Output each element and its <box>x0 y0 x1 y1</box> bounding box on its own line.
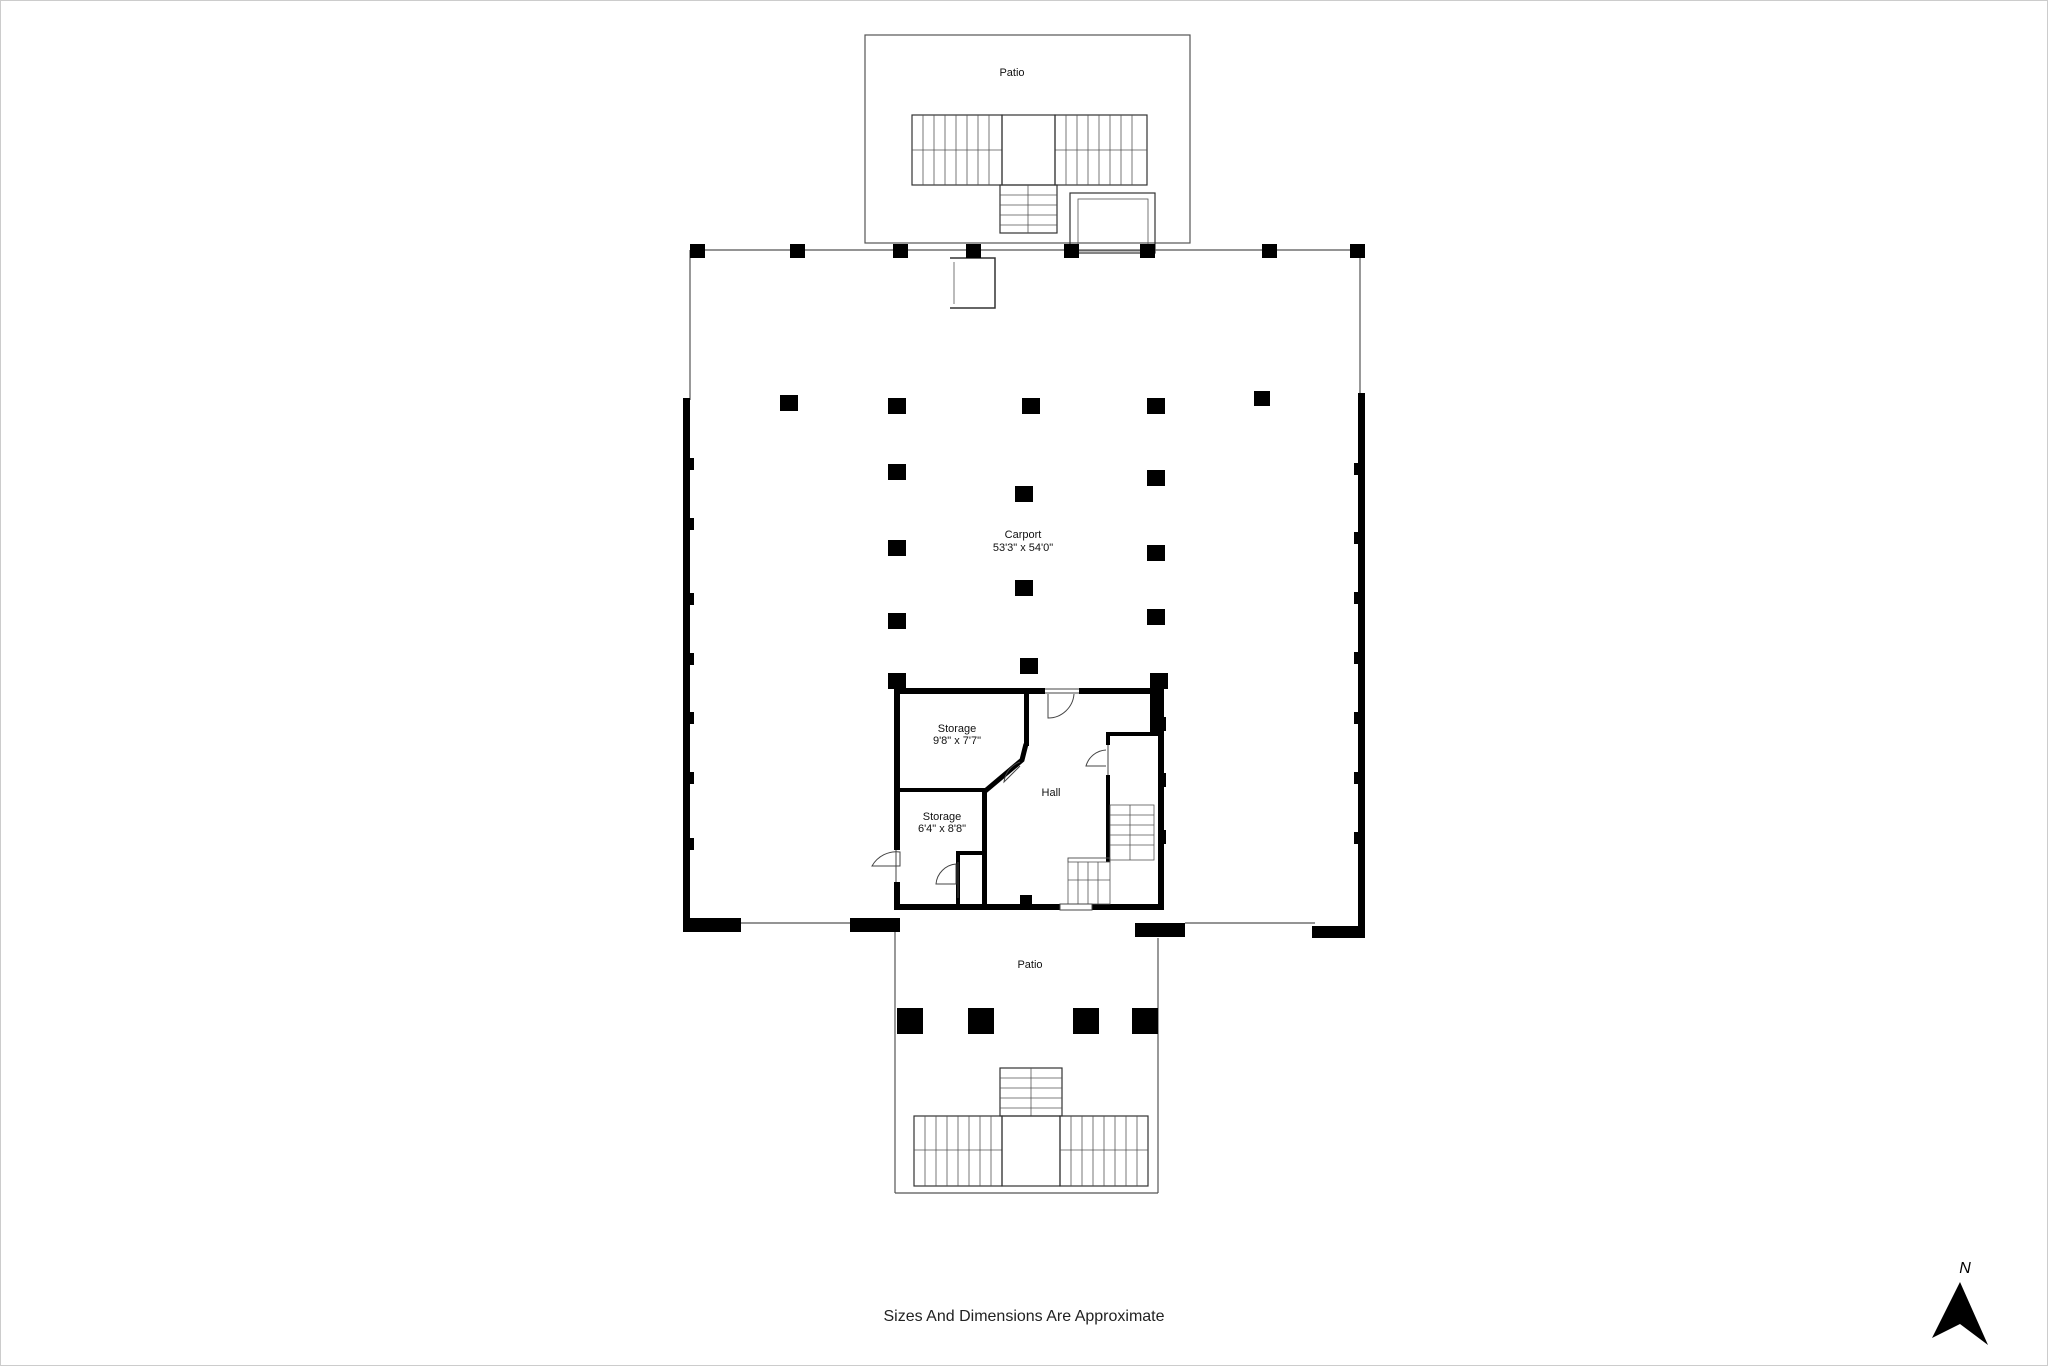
storage-2-dimensions: 6'4" x 8'8" <box>918 823 966 835</box>
carport-dimensions: 53'3" x 54'0" <box>993 542 1053 554</box>
storage-2-label: Storage <box>923 811 962 823</box>
north-patio-stairs-right <box>1054 114 1148 186</box>
patio-north-label: Patio <box>999 67 1024 79</box>
north-label: N <box>1959 1260 1971 1277</box>
hall-stairs <box>1067 804 1155 905</box>
south-patio-stairs-up <box>999 1067 1063 1117</box>
north-patio-stairs-left <box>911 114 1003 186</box>
south-patio-stairs-right <box>1059 1115 1149 1187</box>
storage-1-dimensions: 9'8" x 7'7" <box>933 735 981 747</box>
dimensions-disclaimer: Sizes And Dimensions Are Approximate <box>883 1308 1165 1325</box>
patio-south-label: Patio <box>1017 959 1042 971</box>
hall-label: Hall <box>1042 787 1061 799</box>
carport-posts <box>690 244 1365 689</box>
carport: Carport 53'3" x 54'0" <box>683 244 1365 938</box>
south-patio: Patio <box>894 932 1159 1194</box>
north-arrow-icon: N <box>1932 1260 1988 1345</box>
interior-rooms: Storage 9'8" x 7'7" Storage 6'4" x 8'8" … <box>871 686 1166 911</box>
south-patio-stairs-left <box>913 1115 1003 1187</box>
north-patio-stairs-down <box>999 184 1058 234</box>
storage-1-label: Storage <box>938 723 977 735</box>
carport-label: Carport <box>1005 529 1042 541</box>
north-patio: Patio <box>864 34 1191 254</box>
south-patio-posts <box>897 1008 1158 1034</box>
